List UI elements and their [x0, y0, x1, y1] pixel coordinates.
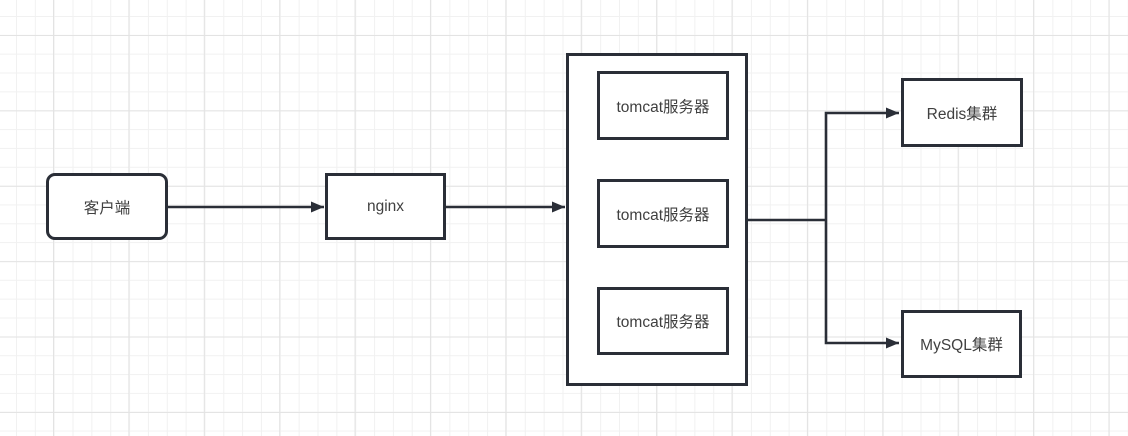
node-mysql-cluster[interactable]: MySQL集群 [901, 310, 1022, 378]
edge-tomcat-group-redis[interactable] [824, 107, 899, 220]
node-mysql-cluster-label: MySQL集群 [920, 337, 1003, 354]
node-nginx-label: nginx [366, 197, 405, 215]
node-redis-cluster[interactable]: Redis集群 [901, 78, 1023, 147]
node-tomcat-server-2[interactable]: tomcat服务器 [597, 179, 729, 248]
node-redis-cluster-label: Redis集群 [926, 105, 998, 123]
node-tomcat-server-2-label: tomcat服务器 [616, 206, 710, 224]
node-tomcat-server-3[interactable]: tomcat服务器 [597, 287, 729, 355]
node-client[interactable]: 客户端 [46, 173, 168, 240]
edge-tomcat-group-mysql[interactable] [824, 220, 899, 349]
node-client-label: 客户端 [83, 199, 131, 217]
node-tomcat-server-3-label: tomcat服务器 [616, 314, 710, 331]
node-tomcat-server-1-label: tomcat服务器 [616, 98, 710, 116]
node-tomcat-server-1[interactable]: tomcat服务器 [597, 71, 729, 140]
node-nginx[interactable]: nginx [325, 173, 446, 240]
